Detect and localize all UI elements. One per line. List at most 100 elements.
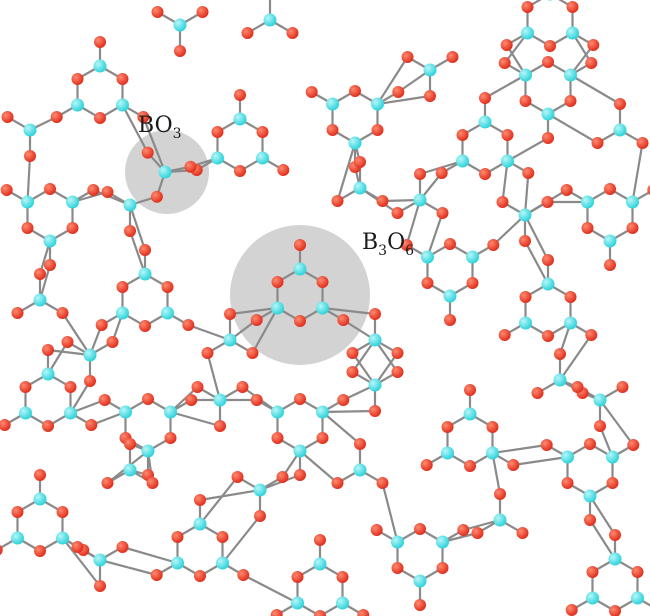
oxygen-atom — [565, 604, 578, 616]
oxygen-atom — [24, 150, 36, 162]
boron-atom — [606, 450, 619, 464]
oxygen-atom — [436, 562, 449, 574]
oxygen-atom — [436, 207, 449, 219]
oxygen-atom — [294, 315, 306, 327]
oxygen-atom — [50, 111, 63, 123]
oxygen-atom — [631, 566, 644, 578]
oxygen-atom — [101, 186, 114, 198]
oxygen-atom — [224, 308, 236, 320]
oxygen-atom — [42, 344, 54, 356]
bond — [501, 159, 509, 204]
oxygen-atom — [457, 524, 470, 536]
oxygen-atom — [42, 420, 54, 432]
oxygen-atom — [522, 167, 535, 179]
boron-atom — [613, 123, 627, 137]
oxygen-atom — [196, 6, 209, 18]
bond — [46, 348, 92, 357]
oxygen-atom — [277, 164, 290, 176]
oxygen-atom — [286, 27, 299, 39]
oxygen-atom — [336, 571, 349, 583]
oxygen-atom — [0, 184, 13, 196]
oxygen-atom — [84, 375, 96, 387]
boron-atom — [173, 18, 187, 32]
oxygen-atom — [270, 609, 283, 616]
boron-atom — [626, 195, 639, 209]
oxygen-atom — [456, 129, 469, 141]
oxygen-atom — [616, 381, 629, 393]
boron-atom — [564, 68, 577, 82]
oxygen-atom — [346, 347, 359, 359]
oxygen-atom — [231, 471, 244, 483]
boron-atom — [326, 97, 339, 111]
bond — [128, 229, 147, 276]
oxygen-atom — [636, 137, 649, 149]
bond — [491, 443, 548, 455]
boron-atom — [256, 151, 269, 165]
oxygen-atom — [294, 239, 306, 251]
bond — [598, 398, 635, 447]
oxygen-atom — [316, 432, 329, 444]
oxygen-atom — [371, 124, 384, 136]
boron-atom — [348, 136, 362, 150]
oxygen-atom — [414, 168, 426, 180]
bond — [251, 306, 279, 355]
oxygen-atom — [256, 126, 269, 138]
oxygen-atom — [391, 347, 404, 359]
oxygen-atom — [542, 56, 554, 68]
boron-atom — [463, 407, 477, 421]
bond — [483, 73, 527, 100]
oxygen-atom — [626, 222, 639, 234]
oxygen-atom — [44, 259, 56, 271]
oxygen-atom — [486, 421, 499, 433]
oxygen-atom — [604, 259, 616, 271]
oxygen-atom — [116, 541, 129, 553]
bond — [376, 55, 409, 106]
boron-atom — [368, 378, 382, 392]
boron-atom — [33, 492, 47, 506]
oxygen-atom — [540, 439, 553, 451]
oxygen-atom — [11, 506, 24, 518]
oxygen-atom — [542, 254, 554, 266]
oxygen-atom — [584, 438, 596, 450]
oxygen-atom — [94, 580, 106, 592]
oxygen-atom — [587, 39, 600, 51]
oxygen-atom — [609, 605, 621, 616]
oxygen-atom — [254, 510, 266, 522]
oxygen-atom — [354, 438, 366, 450]
boron-atom — [553, 373, 567, 387]
bond — [523, 239, 550, 286]
boron-atom — [211, 151, 224, 165]
oxygen-atom — [146, 477, 159, 489]
boron-atom — [561, 450, 574, 464]
bond — [492, 213, 527, 247]
oxygen-atom — [326, 124, 339, 136]
oxygen-atom — [614, 98, 626, 110]
oxygen-atom — [391, 366, 404, 378]
bond — [198, 475, 239, 526]
oxygen-atom — [234, 165, 246, 177]
oxygen-atom — [516, 527, 529, 539]
boron-atom — [116, 306, 129, 320]
oxygen-atom — [294, 393, 306, 405]
bond — [376, 94, 432, 106]
oxygen-atom — [0, 419, 11, 431]
oxygen-atom — [609, 529, 621, 541]
boron-atom — [291, 596, 304, 610]
oxygen-atom — [519, 95, 532, 107]
boron-atom — [547, 0, 553, 1]
oxygen-atom — [94, 36, 106, 48]
oxygen-atom — [376, 195, 389, 207]
oxygen-atom — [519, 235, 531, 247]
bond — [523, 171, 530, 217]
bond — [426, 211, 444, 259]
boron-atom — [603, 234, 617, 248]
bond — [61, 536, 102, 588]
oxygen-atom — [542, 132, 554, 144]
oxygen-atom — [101, 477, 114, 489]
bond — [258, 473, 302, 492]
oxygen-atom — [571, 381, 584, 393]
oxygen-atom — [139, 244, 151, 256]
boron-atom — [608, 552, 622, 566]
boron-atom — [313, 557, 327, 571]
oxygen-atom — [479, 92, 491, 104]
